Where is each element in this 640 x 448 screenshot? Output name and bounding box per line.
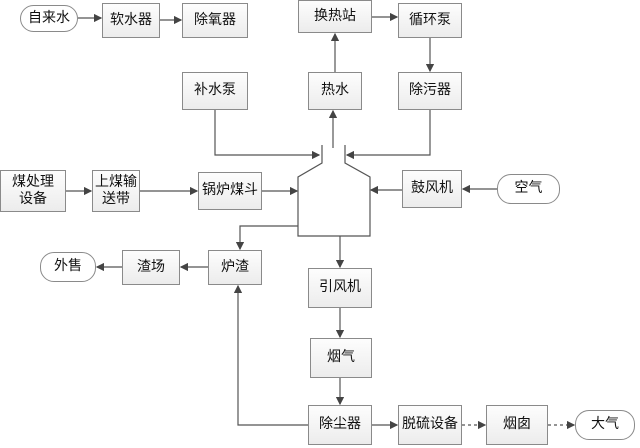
node-makeup-pump: 补水泵 [182, 72, 248, 110]
boiler [297, 145, 371, 237]
node-dust-collector: 除尘器 [308, 405, 372, 445]
node-hot-water: 热水 [308, 72, 362, 110]
node-chimney: 烟囱 [486, 405, 548, 445]
node-slag-yard: 渣场 [122, 250, 180, 285]
node-decontaminator: 除污器 [398, 72, 462, 110]
node-softener: 软水器 [102, 3, 160, 38]
node-blower: 鼓风机 [402, 170, 462, 208]
node-atmosphere: 大气 [575, 410, 635, 440]
node-deaerator: 除氧器 [182, 3, 248, 38]
node-coal-conveyor: 上煤输送带 [92, 170, 140, 212]
node-coal-hopper: 锅炉煤斗 [198, 172, 262, 210]
node-tap-water: 自来水 [20, 5, 78, 32]
node-coal-processing: 煤处理设备 [0, 170, 66, 212]
node-induced-fan: 引风机 [308, 268, 372, 308]
node-desulfurization: 脱硫设备 [398, 405, 462, 445]
node-circ-pump: 循环泵 [398, 3, 462, 38]
node-heat-station: 换热站 [298, 0, 372, 33]
node-flue-gas: 烟气 [310, 338, 372, 378]
node-sold: 外售 [40, 252, 96, 282]
node-slag: 炉渣 [208, 250, 262, 285]
node-air: 空气 [497, 174, 560, 204]
